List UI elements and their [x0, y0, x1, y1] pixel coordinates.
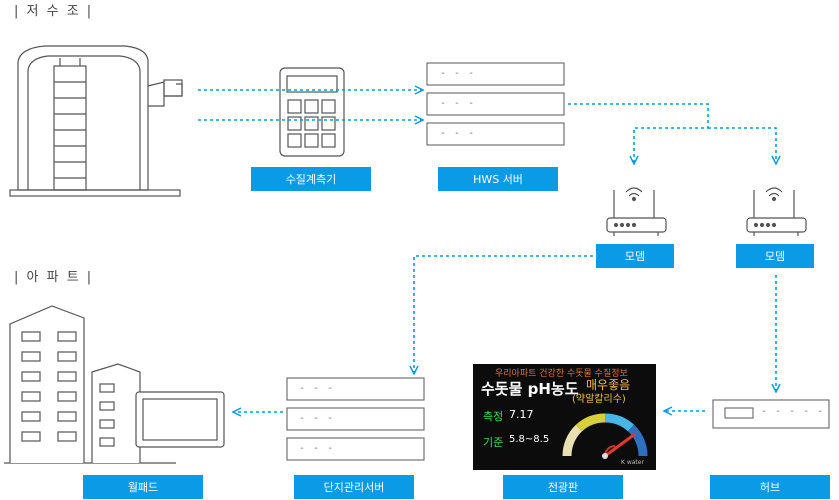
- hws-server-slot-3: - - -: [440, 128, 476, 139]
- ph-gauge-icon: [562, 413, 648, 459]
- display-status: 매우좋음: [586, 378, 631, 392]
- water-meter-icon: [279, 67, 345, 157]
- label-complex-server: 단지관리서버: [294, 475, 414, 499]
- display-title: 수돗물 pH농도: [481, 380, 579, 398]
- section-title-apartment: | 아 파 트 |: [14, 270, 94, 285]
- connector-lines: [198, 90, 776, 412]
- complex-server-icon: [286, 377, 425, 461]
- measured-label: 측정: [483, 410, 504, 423]
- standard-label: 기준: [483, 436, 504, 449]
- hub-icon: [712, 399, 830, 429]
- label-modem-left: 모뎀: [596, 244, 674, 268]
- label-modem-right: 모뎀: [736, 244, 814, 268]
- complex-server-slot-2: - - -: [299, 413, 335, 424]
- apartment-building-icon: [4, 305, 176, 464]
- section-title-reservoir: | 저 수 조 |: [14, 4, 94, 19]
- display-board-screen: 우리아파트 건강한 수돗물 수질정보 수돗물 pH농도 매우좋음 (약알칼리수)…: [473, 364, 656, 470]
- complex-server-slot-1: - - -: [299, 383, 335, 394]
- display-status-sub: (약알칼리수): [572, 394, 626, 405]
- hws-server-slot-1: - - -: [440, 68, 476, 79]
- measured-value: 7.17: [509, 408, 534, 421]
- label-water-meter: 수질계측기: [251, 167, 371, 191]
- label-hub: 허브: [710, 475, 830, 499]
- router-icon-right: [746, 187, 807, 236]
- display-brand: K water: [621, 459, 644, 466]
- hws-server-icon: [426, 62, 565, 146]
- wall-pad-icon: [135, 391, 225, 448]
- standard-value: 5.8~8.5: [509, 434, 550, 445]
- label-hws-server: HWS 서버: [438, 167, 558, 191]
- router-icon-left: [606, 187, 667, 236]
- label-wall-pad: 월패드: [83, 475, 203, 499]
- hws-server-slot-2: - - -: [440, 98, 476, 109]
- hub-ports: - - - - -: [761, 406, 825, 417]
- water-tank-icon: [9, 45, 183, 197]
- display-header: 우리아파트 건강한 수돗물 수질정보: [495, 369, 628, 379]
- complex-server-slot-3: - - -: [299, 443, 335, 454]
- label-display-board: 전광판: [503, 475, 623, 499]
